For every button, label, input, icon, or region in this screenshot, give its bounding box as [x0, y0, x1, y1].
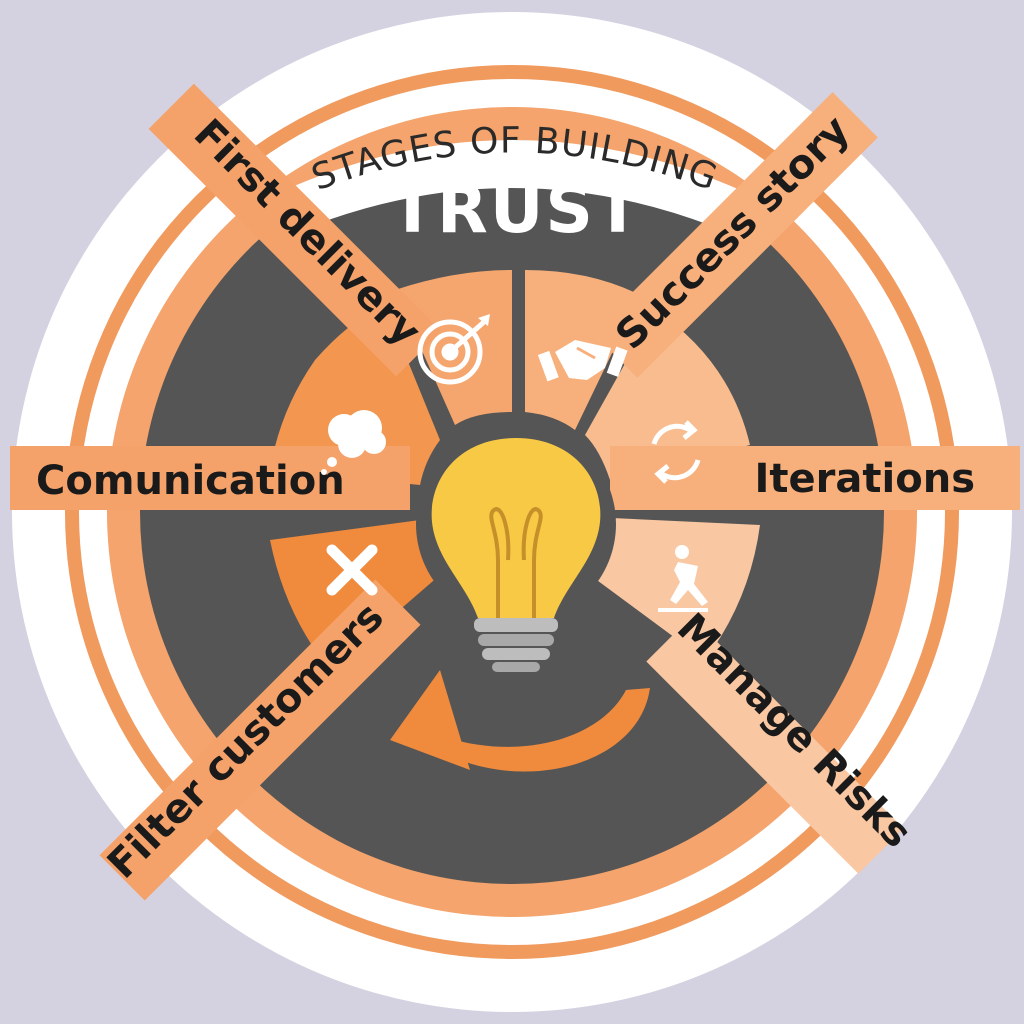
- bar-comunication[interactable]: [10, 446, 410, 510]
- bar-manage-risks[interactable]: [646, 616, 904, 874]
- cycle-arrows-icon: [651, 420, 701, 484]
- handshake-icon: [537, 340, 628, 382]
- bar-first-delivery[interactable]: [148, 83, 442, 377]
- stage-wedges: [270, 270, 760, 670]
- subtitle-banner: [285, 140, 740, 226]
- label-iterations: Iterations: [755, 456, 975, 502]
- slipping-person-icon: [658, 545, 708, 612]
- target-icon: [417, 314, 490, 385]
- curved-arrow-icon: [390, 670, 650, 772]
- thought-bubble-icon: [321, 410, 386, 475]
- x-mark-icon: [326, 544, 378, 596]
- lightbulb-icon: [416, 424, 616, 672]
- bar-success-story[interactable]: [592, 92, 878, 378]
- diagram-title: TRUST: [390, 171, 642, 248]
- wedge-filter-customers[interactable]: [270, 520, 440, 670]
- bar-filter-customers[interactable]: [99, 579, 421, 901]
- outer-orange-ring: [65, 65, 959, 959]
- label-comunication: Comunication: [36, 458, 345, 504]
- wedge-iterations[interactable]: [585, 310, 750, 480]
- label-bars: [10, 83, 1020, 901]
- wedge-manage-risks[interactable]: [590, 518, 760, 660]
